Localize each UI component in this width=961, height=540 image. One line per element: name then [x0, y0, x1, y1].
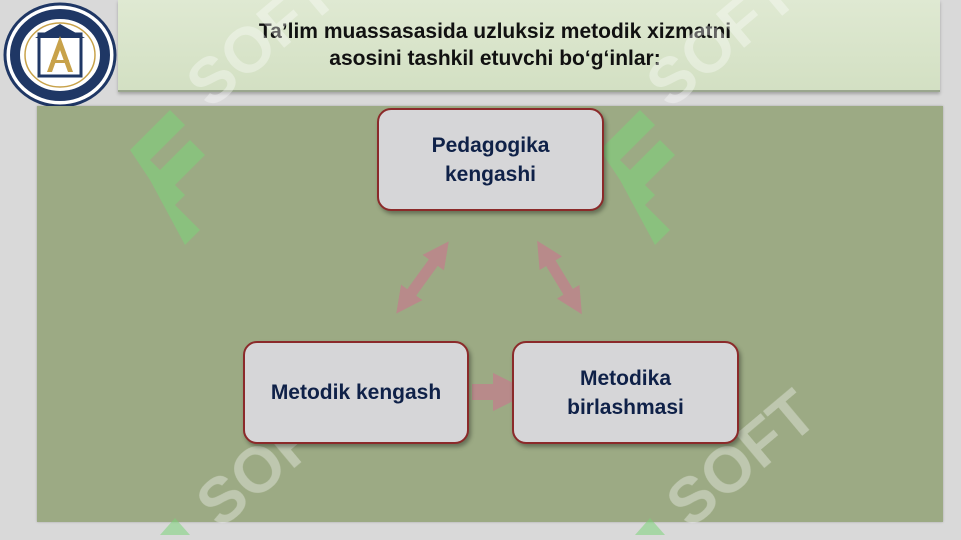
node-metodik-kengash: Metodik kengash	[243, 341, 469, 444]
node-label: Metodika birlashmasi	[567, 366, 684, 419]
node-pedagogika-kengashi: Pedagogika kengashi	[377, 108, 604, 211]
node-label: Metodik kengash	[270, 381, 442, 404]
title-banner	[118, 0, 940, 92]
slide-title: Ta’lim muassasasida uzluksiz metodik xiz…	[140, 18, 850, 72]
institution-emblem-icon	[3, 2, 117, 108]
title-line-2: asosini tashkil etuvchi bo‘g‘inlar:	[329, 47, 661, 70]
node-metodika-birlashmasi: Metodika birlashmasi	[512, 341, 739, 444]
node-label: Pedagogika kengashi	[431, 133, 550, 186]
title-line-1: Ta’lim muassasasida uzluksiz metodik xiz…	[258, 20, 732, 43]
